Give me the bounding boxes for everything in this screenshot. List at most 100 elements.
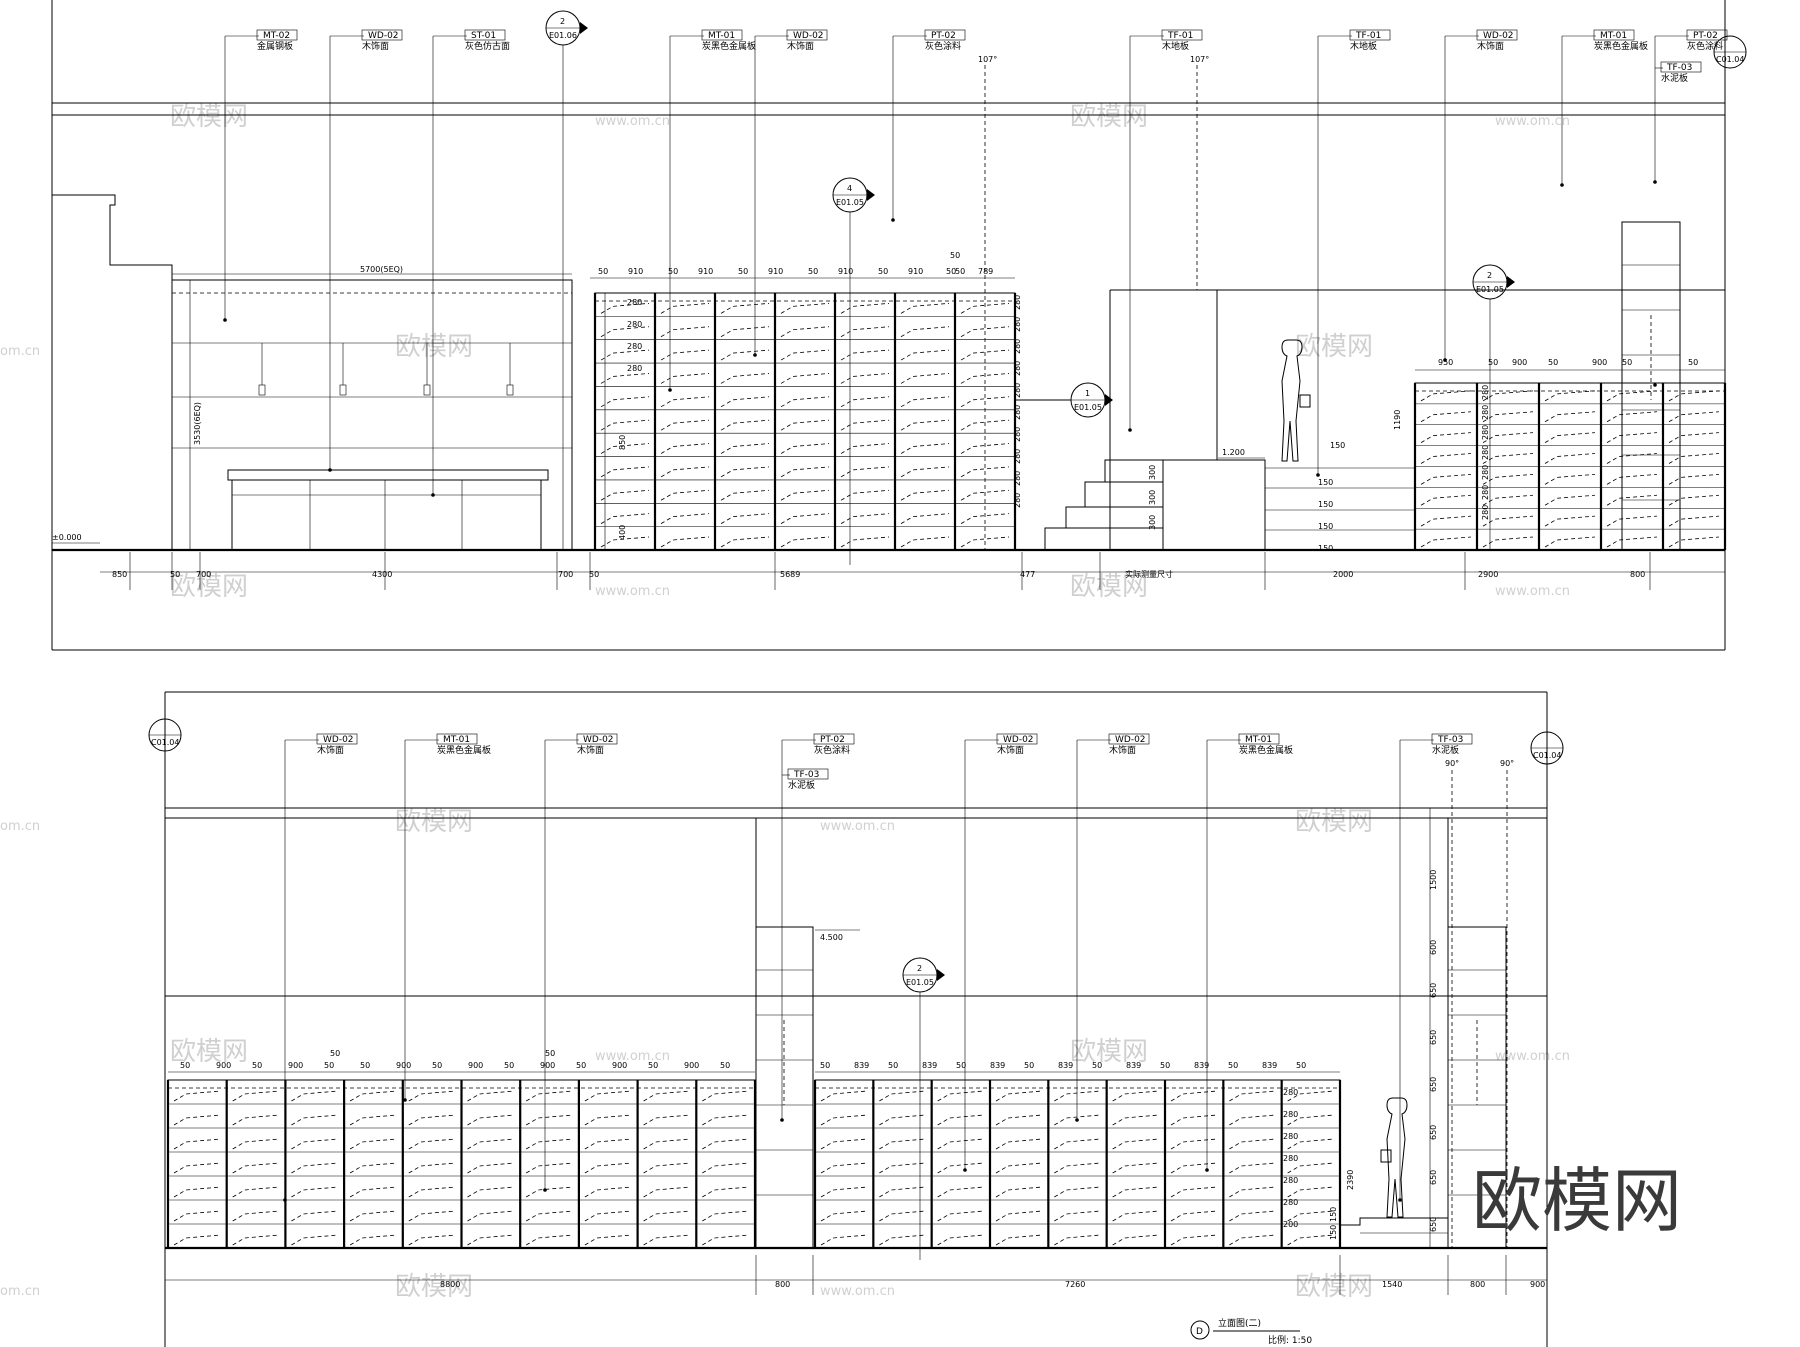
watermarks: 欧模网欧模网欧模网欧模网欧模网欧模网欧模网欧模网欧模网欧模网欧模网欧模网www.… [0,102,1570,1302]
dimension-value: 280 [1481,405,1490,420]
dimension-value: 50 [648,1061,658,1070]
person-figure-top [1281,339,1303,462]
callout-mark[interactable]: C01.04 [1713,35,1747,69]
dimension-value: 50 [956,1061,966,1070]
dimension-value: 900 [396,1061,411,1070]
dimension-value: 200 [1283,1220,1298,1229]
dimension-value: 50 [1688,358,1698,367]
watermark-url: www.om.cn [595,584,670,599]
dimension-value: 839 [1194,1061,1209,1070]
dimension-value: 280 [1481,485,1490,500]
dimension-value: 90° [1500,759,1514,768]
material-name: 木饰面 [362,40,389,52]
dimension-value: 150 [1330,441,1345,450]
dimension-value: 910 [838,267,853,276]
dimension-value: 50 [1160,1061,1170,1070]
dimension-value: 910 [628,267,643,276]
callout-mark[interactable]: C01.04 [148,718,182,752]
material-name: 灰色涂料 [925,40,961,52]
dimension-value: 280 [1013,339,1022,354]
dimension-value: 50 [1548,358,1558,367]
dimension-value: 107° [1190,55,1209,64]
dimension-value: 107° [978,55,997,64]
material-name: 炭黑色金属板 [1594,40,1648,52]
dimension-value: 50 [170,570,180,579]
dimension-value: 150 [1318,500,1333,509]
dimension-value: 650 [1429,1077,1438,1092]
dimension-value: 900 [612,1061,627,1070]
dimension-value: 839 [854,1061,869,1070]
dimension-value: 280 [1013,383,1022,398]
watermark-url: www.om.cn [1495,1049,1570,1064]
material-code: MT-01 [1600,31,1627,41]
material-name: 木饰面 [1477,40,1504,52]
drawing-title: D 立面图(二) 比例: 1:50 [1190,1317,1312,1346]
callout-mark[interactable]: C01.04 [1530,731,1564,765]
dimension-value: 实际测量尺寸 [1125,569,1173,579]
material-code: MT-01 [443,735,470,745]
dimension-value: 50 [432,1061,442,1070]
dimension-value: 5689 [780,570,800,579]
dimension-value: 150 [1318,544,1333,553]
material-name: 灰色仿古面 [465,40,510,52]
material-code: TF-03 [1666,63,1692,73]
dimension-value: 650 [1429,983,1438,998]
dimension-value: 50 [1488,358,1498,367]
watermark-url: www.om.cn [1495,114,1570,129]
dimension-value: 839 [990,1061,1005,1070]
dimension-value: 50 [324,1061,334,1070]
dimension-value: 2900 [1478,570,1498,579]
section-marks: 2E01.064E01.051E01.052E01.052E01.05C01.0… [148,10,1747,1260]
dimension-value: 50 [252,1061,262,1070]
dimension-value: 300 [1148,515,1157,530]
dimension-value: 1500 [1429,870,1438,890]
dimension-value: 280 [1283,1110,1298,1119]
dimension-value: 600 [1429,940,1438,955]
section-ref: E01.06 [549,31,577,40]
person-figure-bottom [1386,1097,1408,1218]
dimension-value: 789 [978,267,993,276]
dimension-value: 850 [618,435,627,450]
material-code: WD-02 [1115,735,1146,745]
material-name: 水泥板 [788,779,815,791]
dimension-value: 50 [576,1061,586,1070]
dimension-value: 900 [1512,358,1527,367]
dimension-value: 280 [627,298,642,307]
section-number: 1 [1085,389,1090,398]
material-code: MT-02 [263,31,290,41]
dimension-value: 2000 [1333,570,1353,579]
dimension-value: 50 [950,251,960,260]
dimension-value: 50 [888,1061,898,1070]
dimension-value: 280 [1481,445,1490,460]
title-text: 立面图(二) [1218,1317,1261,1329]
material-code: WD-02 [1003,735,1034,745]
dimension-value: 280 [1013,427,1022,442]
dimension-value: 900 [468,1061,483,1070]
dimension-value: 280 [1013,317,1022,332]
callout-ref: C01.04 [151,738,180,747]
dimension-value: 839 [1126,1061,1141,1070]
material-code: PT-02 [931,31,956,41]
section-number: 2 [560,17,565,26]
dimension-value: 90° [1445,759,1459,768]
section-ref: E01.05 [1476,285,1504,294]
dimension-value: 910 [908,267,923,276]
material-name: 炭黑色金属板 [1239,744,1293,756]
dimension-value: 280 [1013,493,1022,508]
material-code: TF-03 [1437,735,1463,745]
watermark-logo: 欧模网 [395,807,473,837]
dimension-value: 280 [1283,1132,1298,1141]
material-code: WD-02 [323,735,354,745]
big-watermark: 欧模网 [1472,1160,1682,1242]
dimension-value: 900 [684,1061,699,1070]
watermark-logo: 欧模网 [395,1272,473,1302]
material-code: WD-02 [368,31,399,41]
callout-ref: C01.04 [1716,55,1745,64]
dimension-value: 3530(6EQ) [193,402,202,445]
dimension-value: 1190 [1393,410,1402,430]
